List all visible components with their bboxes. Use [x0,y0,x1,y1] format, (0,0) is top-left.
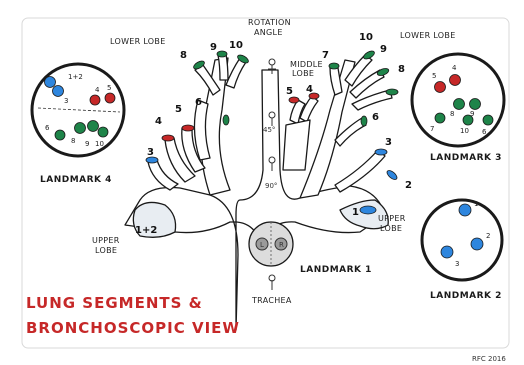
right-branch-3 [335,150,385,192]
trachea-right-letter: R [279,241,284,249]
lm4-seg-6: 6 [45,124,50,132]
right-branch-7 [330,68,342,95]
seg-left-4-label: 4 [155,116,162,127]
right-middle-lobe [283,120,310,170]
lm3-seg-9: 9 [470,110,474,118]
landmark-4-label: LANDMARK 4 [40,175,112,185]
landmark-2-view: 1 2 3 [422,200,502,280]
seg-right-10-label: 10 [359,32,373,43]
seg-right-7-label: 7 [322,50,329,61]
left-branch-9 [218,54,228,80]
seg-left-10-label: 10 [229,40,243,51]
seg-right-3-label: 3 [385,137,392,148]
lm3-seg-7: 7 [430,125,434,133]
lm3-seg-5: 5 [432,72,436,80]
trachea-lumen [249,222,293,266]
trachea-label: TRACHEA [251,296,292,305]
lower-lobe-left-label: LOWER LOBE [110,37,166,46]
seg-right-1-label: 1 [352,207,359,218]
seg-right-5-marker [289,97,299,103]
lm4-seg-9: 9 [85,140,89,148]
upper-lobe-right-label-2: LOBE [380,224,402,233]
landmark-3-view: 5 4 7 8 9 10 6 [412,54,504,146]
angle-45-label: 45° [263,126,275,134]
seg-left-9-label: 9 [210,42,217,53]
seg-right-7-marker [329,63,339,69]
upper-lobe-left-label-1: UPPER [92,236,120,245]
seg-right-5-label: 5 [286,86,293,97]
landmark-3-label: LANDMARK 3 [430,153,502,163]
seg-right-8-marker [386,89,398,95]
seg-right-9-marker [376,67,389,77]
lower-lobe-right-label: LOWER LOBE [400,31,456,40]
seg-right-3-marker [375,149,387,155]
seg-right-2-label: 2 [405,180,412,191]
title-line-2: BRONCHOSCOPIC VIEW [26,319,240,337]
lm3-seg-8: 8 [450,110,454,118]
title-line-1: LUNG SEGMENTS & [26,294,203,312]
lm4-seg-8: 8 [71,137,75,145]
seg-right-6-marker [361,116,367,126]
lm4-seg-3: 3 [64,97,68,105]
upper-lobe-left-label-2: LOBE [95,246,117,255]
seg-right-4-label: 4 [306,84,313,95]
landmark-4-view: 1+2 3 4 5 6 8 9 10 [32,64,124,156]
rotation-label: ROTATION [248,18,291,27]
lm3-seg-4: 4 [452,64,457,72]
angle-90-label: 90° [265,182,277,190]
lm4-seg-12: 1+2 [68,73,83,81]
bronchial-tree [125,54,392,330]
seg-left-5-marker [182,125,194,131]
seg-left-6-label: 6 [195,97,202,108]
seg-right-8-label: 8 [398,64,405,75]
lm3-seg-10: 10 [460,127,469,135]
seg-left-3-label: 3 [147,147,154,158]
upper-lobe-right-label-1: UPPER [378,214,406,223]
seg-left-6-marker [223,115,229,125]
lobe-label: LOBE [292,69,314,78]
landmark-2-label: LANDMARK 2 [430,291,502,301]
middle-label: MIDDLE [290,60,323,69]
trachea-shape [125,70,385,330]
seg-left-9-marker [217,51,227,57]
lm2-seg-2: 2 [486,232,490,240]
signature: RFC 2016 [472,355,506,363]
landmark-1-label: LANDMARK 1 [300,265,372,275]
seg-left-4-marker [162,135,174,141]
seg-right-6-label: 6 [372,112,379,123]
lm4-seg-4: 4 [95,86,100,94]
lm4-seg-5: 5 [107,84,111,92]
lm2-seg-3: 3 [455,260,459,268]
seg-left-8-label: 8 [180,50,187,61]
lm3-seg-6: 6 [482,128,487,136]
seg-right-1-marker [360,206,376,214]
seg-right-9-label: 9 [380,44,387,55]
seg-left-5-label: 5 [175,104,182,115]
lm4-seg-10: 10 [95,140,104,148]
trachea-left-letter: L [260,241,264,249]
seg-right-2-marker [385,169,398,181]
seg-left-12-label: 1+2 [135,225,157,236]
lm2-seg-1: 1 [474,200,478,208]
angle-label: ANGLE [254,28,283,37]
